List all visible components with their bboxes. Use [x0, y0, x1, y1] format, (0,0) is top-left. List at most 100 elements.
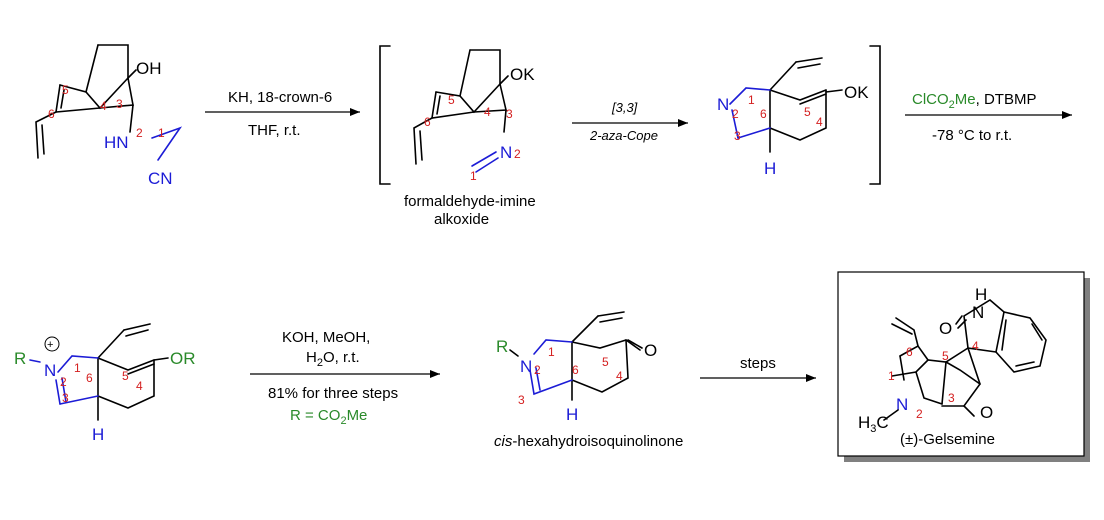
locant-3: 3 [62, 391, 69, 405]
locant-6: 6 [424, 115, 431, 129]
locant-4: 4 [100, 99, 107, 113]
locant-1: 1 [74, 361, 81, 375]
n-methyl-bond [883, 409, 899, 421]
arrow-2-label: [3,3] [611, 100, 638, 115]
arrow-3-conditions: -78 °C to r.t. [932, 127, 1012, 144]
ring-fusion-h-label: H [764, 159, 776, 178]
iminium-n-label: N [44, 361, 56, 380]
locant-4: 4 [484, 105, 491, 119]
gelsemine-caption: (±)-Gelsemine [900, 431, 995, 448]
locant-1: 1 [158, 126, 165, 140]
locant-3: 3 [734, 129, 741, 143]
locant-6: 6 [572, 363, 579, 377]
arrow-3-reagent: ClCO2Me, DTBMP [912, 91, 1036, 111]
positive-charge-circle [44, 336, 60, 352]
arrowhead-5 [806, 374, 816, 382]
arrow-3-reagent-sub: 2 [949, 99, 955, 111]
locant-6: 6 [760, 107, 767, 121]
amide-n-label: N [520, 357, 532, 376]
arrow-3-reagent-c: , DTBMP [976, 91, 1037, 108]
arrow-1-reagents: KH, 18-crown-6 [228, 89, 332, 106]
arrow-4-yield: 81% for three steps [268, 385, 398, 402]
bracket-left [379, 45, 391, 185]
locant-6: 6 [86, 371, 93, 385]
arrowhead-3 [1062, 111, 1072, 119]
r-group-n-label: R [14, 349, 26, 368]
arrow-4-line2-a: H [306, 349, 317, 366]
arrow-4-r-definition: R = CO2Me [290, 407, 367, 427]
locant-2: 2 [60, 375, 67, 389]
locant-4: 4 [816, 115, 823, 129]
imine-n-label: N [717, 95, 729, 114]
arrow-4-line2-sub: 2 [317, 357, 323, 369]
alkoxide-label: OK [510, 65, 535, 84]
imine-alkoxide-structure [413, 49, 509, 173]
enol-carbonate-label: OR [170, 349, 196, 368]
locant-2: 2 [732, 107, 739, 121]
n-methyl-h: H [858, 413, 870, 432]
tertiary-amine-n-label: N [896, 395, 908, 414]
locant-3: 3 [948, 391, 955, 405]
arrow-4-line4-b: Me [347, 407, 368, 424]
locant-1: 1 [888, 369, 895, 383]
arrowhead-1 [350, 108, 360, 116]
locant-1: 1 [748, 93, 755, 107]
arrow-4-reagents: KOH, MeOH, [282, 329, 370, 346]
gelsemine-structure [891, 299, 1047, 417]
product-caption: cis-hexahydroisoquinolinone [494, 433, 683, 450]
nitrile-label: CN [148, 169, 173, 188]
intermediate-caption-line1: formaldehyde-imine [404, 193, 536, 210]
locant-5: 5 [602, 355, 609, 369]
locant-3: 3 [518, 393, 525, 407]
locant-3: 3 [506, 107, 513, 121]
arrow-4-conditions: H2O, r.t. [306, 349, 360, 369]
arrowhead-4 [430, 370, 440, 378]
locant-5: 5 [804, 105, 811, 119]
locant-5: 5 [942, 349, 949, 363]
arrow-4-line4-a: R = CO [290, 407, 340, 424]
n-methyl-c: C [876, 413, 888, 432]
compound-1-structure [35, 44, 183, 161]
locant-5: 5 [122, 369, 129, 383]
arrow-1-conditions: THF, r.t. [248, 122, 301, 139]
gelsemine-box [837, 271, 1085, 457]
locant-2: 2 [534, 363, 541, 377]
aza-cope-product-structure [729, 57, 843, 153]
product-caption-italic: cis [494, 433, 513, 450]
ether-o-label: O [980, 403, 993, 422]
intermediate-caption-line2: alkoxide [434, 211, 489, 228]
lactam-h-label: H [975, 285, 987, 304]
ring-fusion-h-label: H [566, 405, 578, 424]
locant-2: 2 [916, 407, 923, 421]
arrow-5-label: steps [740, 355, 776, 372]
locant-3: 3 [116, 97, 123, 111]
locant-1: 1 [548, 345, 555, 359]
locant-4: 4 [136, 379, 143, 393]
arrow-4-line2-b: O, r.t. [323, 349, 360, 366]
arrow-2-sublabel: 2-aza-Cope [589, 128, 658, 143]
arrow-3-reagent-a: ClCO [912, 91, 949, 108]
n-methyl-label: H3C [858, 413, 889, 435]
locant-6: 6 [48, 107, 55, 121]
locant-6: 6 [906, 345, 913, 359]
enolate-label: OK [844, 83, 869, 102]
n-methyl-sub: 3 [870, 423, 876, 435]
arrow-3-reagent-b: Me [955, 91, 976, 108]
positive-charge-label: + [47, 339, 53, 351]
locant-4: 4 [616, 369, 623, 383]
locant-2: 2 [136, 126, 143, 140]
locant-2: 2 [514, 147, 521, 161]
locant-5: 5 [448, 93, 455, 107]
carbonyl-o-label: O [939, 319, 952, 338]
hydroxyl-label: OH [136, 59, 162, 78]
ketone-o-label: O [644, 341, 657, 360]
arrowhead-2 [678, 119, 688, 127]
locant-4: 4 [972, 339, 979, 353]
arrow-4-line4-sub: 2 [340, 415, 346, 427]
product-caption-rest: -hexahydroisoquinolinone [512, 433, 683, 450]
bracket-right [869, 45, 881, 185]
iminium-structure [29, 323, 169, 421]
hexahydroisoquinolinone-structure [509, 311, 643, 401]
locant-1: 1 [470, 169, 477, 183]
